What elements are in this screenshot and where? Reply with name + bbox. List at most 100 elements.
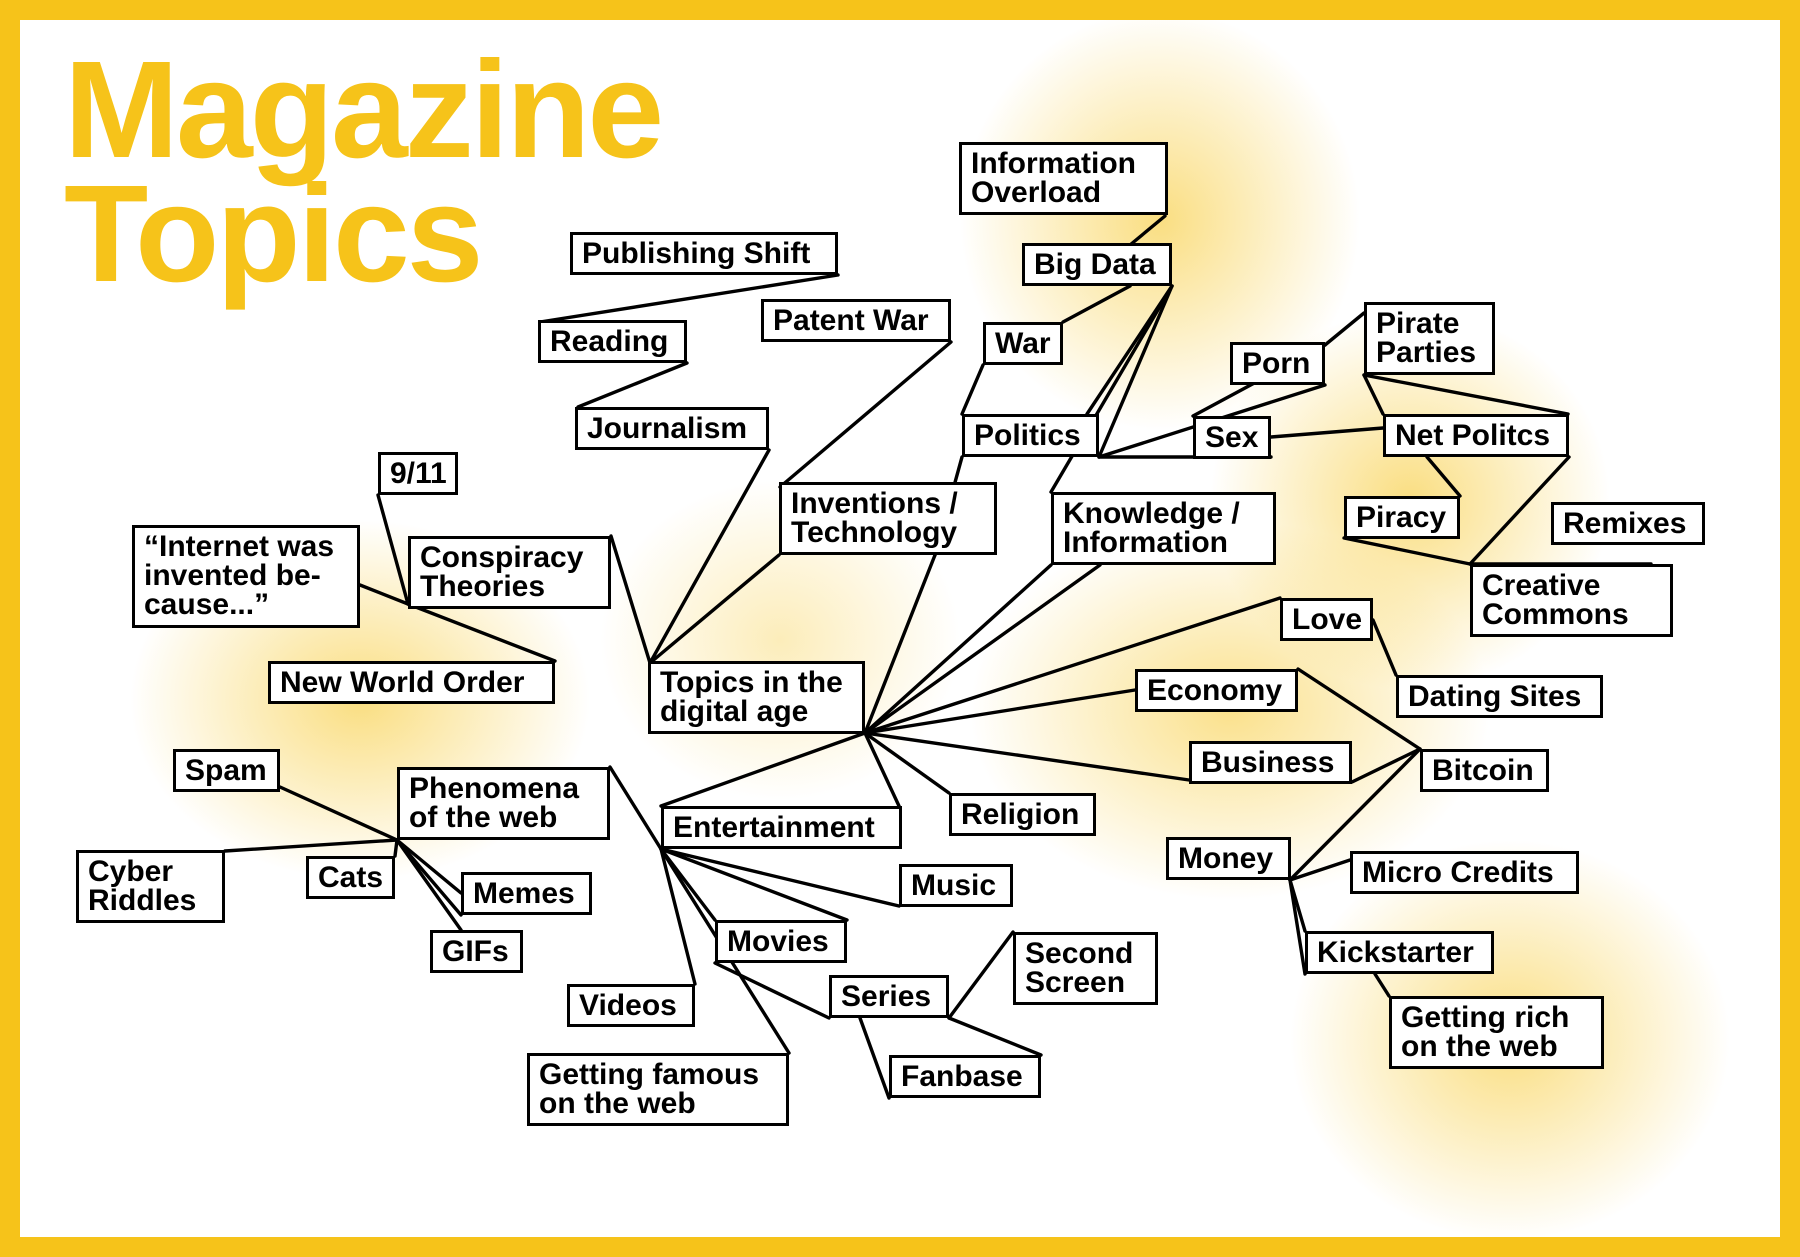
node-memes: Memes xyxy=(461,872,592,915)
connector-line xyxy=(1061,284,1132,324)
connector-line xyxy=(1425,455,1462,498)
node-big-data: Big Data xyxy=(1022,243,1172,286)
poster-title: Magazine Topics xyxy=(64,33,664,311)
connector-line xyxy=(1097,284,1174,459)
connector-line xyxy=(1362,373,1570,416)
node-pirate-parties: Pirate Parties xyxy=(1364,302,1495,375)
connector-line xyxy=(358,583,410,606)
connector-line xyxy=(376,493,410,606)
node-phenomena-of-the-web: Phenomena of the web xyxy=(397,767,610,840)
node-patent-war: Patent War xyxy=(761,299,951,342)
node-topics-in-the-digital-age: Topics in the digital age xyxy=(648,661,865,734)
node-net-politics: Net Politcs xyxy=(1383,414,1569,457)
node-series: Series xyxy=(829,975,949,1018)
node-politics: Politics xyxy=(962,414,1099,457)
node-publishing-shift: Publishing Shift xyxy=(570,232,838,275)
node-money: Money xyxy=(1166,837,1291,880)
connector-line xyxy=(393,838,399,858)
node-sex: Sex xyxy=(1193,416,1271,459)
connector-line xyxy=(395,838,463,932)
node-movies: Movies xyxy=(715,920,847,963)
connector-line xyxy=(1468,455,1571,566)
title-line-2: Topics xyxy=(64,157,483,311)
connector-line xyxy=(538,273,840,324)
node-new-world-order: New World Order xyxy=(268,661,555,704)
connector-line xyxy=(863,731,951,795)
node-micro-credits: Micro Credits xyxy=(1350,851,1579,894)
connector-line xyxy=(576,361,689,409)
node-creative-commons: Creative Commons xyxy=(1470,564,1673,637)
connector-line xyxy=(609,534,652,665)
node-war: War xyxy=(983,322,1063,365)
node-fanbase: Fanbase xyxy=(889,1055,1041,1098)
connector-line xyxy=(1350,747,1422,784)
connector-line xyxy=(659,847,849,922)
node-reading: Reading xyxy=(538,320,687,363)
connector-line xyxy=(1342,536,1472,566)
connector-line xyxy=(659,847,697,986)
connector-line xyxy=(1288,747,1422,882)
connector-line xyxy=(1288,878,1307,976)
connector-line xyxy=(659,731,867,808)
node-videos: Videos xyxy=(567,984,695,1027)
connector-line xyxy=(648,448,771,665)
connector-line xyxy=(863,731,1191,782)
node-cyber-riddles: Cyber Riddles xyxy=(76,850,225,923)
connector-line xyxy=(406,602,557,663)
node-internet-was-invented: “Internet was invented be- cause...” xyxy=(132,525,360,628)
node-business: Business xyxy=(1189,741,1352,784)
connector-line xyxy=(608,765,663,851)
connector-line xyxy=(659,847,901,908)
title-line-1: Magazine xyxy=(64,33,664,187)
connector-line xyxy=(1362,373,1385,416)
node-cats: Cats xyxy=(306,856,395,899)
connector-line xyxy=(1128,214,1167,247)
connector-line xyxy=(947,930,1015,1020)
connector-line xyxy=(863,553,937,735)
node-religion: Religion xyxy=(949,793,1096,836)
node-journalism: Journalism xyxy=(575,407,769,450)
node-spam: Spam xyxy=(173,749,280,792)
node-second-screen: Second Screen xyxy=(1013,932,1158,1005)
node-dating-sites: Dating Sites xyxy=(1396,675,1603,718)
node-conspiracy-theories: Conspiracy Theories xyxy=(408,536,611,609)
connector-line xyxy=(863,688,1137,735)
node-information-overload: Information Overload xyxy=(959,142,1168,215)
connector-line xyxy=(1371,618,1398,677)
node-getting-famous-on-the-web: Getting famous on the web xyxy=(527,1053,789,1126)
connector-line xyxy=(1269,426,1385,439)
connector-line xyxy=(278,785,399,842)
connector-line xyxy=(947,1016,1043,1057)
node-love: Love xyxy=(1280,598,1373,641)
connector-line xyxy=(713,961,831,1020)
node-piracy: Piracy xyxy=(1344,496,1460,539)
connector-line xyxy=(863,731,901,808)
connector-line xyxy=(1373,972,1391,998)
node-gifs: GIFs xyxy=(430,930,523,973)
connector-line xyxy=(863,563,1102,735)
connector-line xyxy=(223,838,399,853)
connector-line xyxy=(1323,311,1366,347)
node-music: Music xyxy=(899,864,1013,907)
connector-line xyxy=(395,838,463,895)
connector-line xyxy=(1288,858,1352,882)
node-porn: Porn xyxy=(1230,342,1325,385)
connector-line xyxy=(1049,284,1174,494)
connector-line xyxy=(960,363,985,416)
node-bitcoin: Bitcoin xyxy=(1420,749,1549,792)
connector-line xyxy=(648,553,781,665)
connector-line xyxy=(778,340,953,489)
connector-line xyxy=(1296,667,1422,751)
node-remixes: Remixes xyxy=(1551,502,1705,545)
node-getting-rich-on-the-web: Getting rich on the web xyxy=(1389,996,1604,1069)
node-entertainment: Entertainment xyxy=(661,806,902,849)
connector-line xyxy=(863,563,1053,735)
node-kickstarter: Kickstarter xyxy=(1305,931,1494,974)
connector-line xyxy=(858,1016,891,1100)
connector-line xyxy=(863,596,1282,735)
node-inventions-technology: Inventions / Technology xyxy=(779,482,997,555)
node-economy: Economy xyxy=(1135,669,1298,712)
node-knowledge-information: Knowledge / Information xyxy=(1051,492,1276,565)
node-nine-eleven: 9/11 xyxy=(378,452,458,495)
